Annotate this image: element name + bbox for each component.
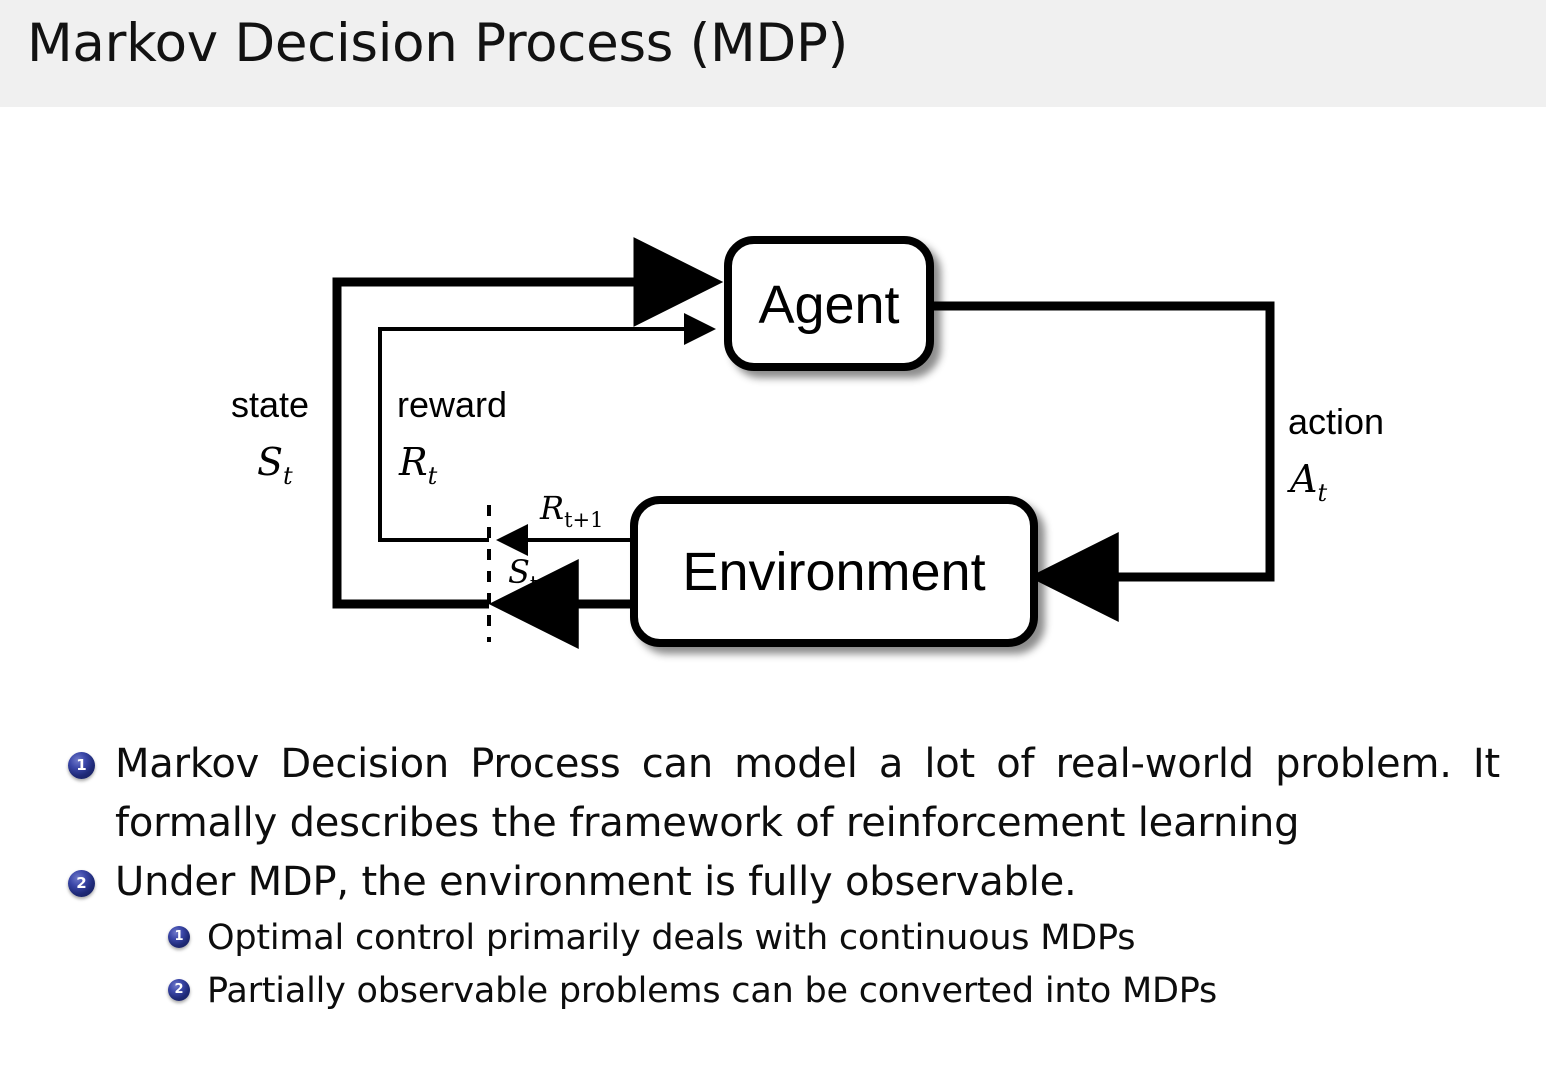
node-environment: Environment [630, 496, 1038, 647]
slide-header-bar: Markov Decision Process (MDP) [0, 0, 1546, 107]
list-item[interactable]: 2 Under MDP, the environment is fully ob… [0, 853, 1546, 912]
label-reward-next: Rt+1 [539, 489, 604, 532]
bullet-list: 1 Markov Decision Process can model a lo… [0, 735, 1546, 1018]
label-reward-symbol: Rt [398, 440, 438, 490]
node-agent-label: Agent [758, 275, 899, 335]
list-item[interactable]: 1 Markov Decision Process can model a lo… [0, 735, 1546, 853]
edge-reward-path [378, 313, 716, 542]
bullet-text-1: Markov Decision Process can model a lot … [115, 741, 1500, 846]
sub-bullet-marker-2: 2 [168, 979, 190, 1001]
sub-list-item[interactable]: 2 Partially observable problems can be c… [0, 965, 1546, 1018]
agent-environment-diagram: Agent Environment state St reward Rt act… [0, 107, 1546, 707]
label-action-symbol: At [1287, 457, 1327, 507]
bullet-marker-2: 2 [68, 870, 95, 897]
node-agent: Agent [724, 236, 934, 371]
node-environment-label: Environment [682, 542, 985, 602]
label-action-word: action [1288, 401, 1384, 442]
label-state-symbol: St [257, 440, 293, 490]
page-title: Markov Decision Process (MDP) [27, 13, 848, 74]
sub-bullet-text-1: Optimal control primarily deals with con… [207, 918, 1136, 958]
label-state-word: state [231, 384, 309, 425]
sub-list-item[interactable]: 1 Optimal control primarily deals with c… [0, 912, 1546, 965]
sub-bullet-text-2: Partially observable problems can be con… [207, 971, 1218, 1011]
edge-state-path [332, 237, 724, 609]
label-state-next: St+1 [508, 553, 569, 596]
sub-bullet-marker-1: 1 [168, 926, 190, 948]
label-reward-word: reward [397, 384, 507, 425]
bullet-marker-1: 1 [68, 752, 95, 779]
bullet-text-2: Under MDP, the environment is fully obse… [115, 859, 1077, 905]
edge-action-path [930, 301, 1275, 622]
